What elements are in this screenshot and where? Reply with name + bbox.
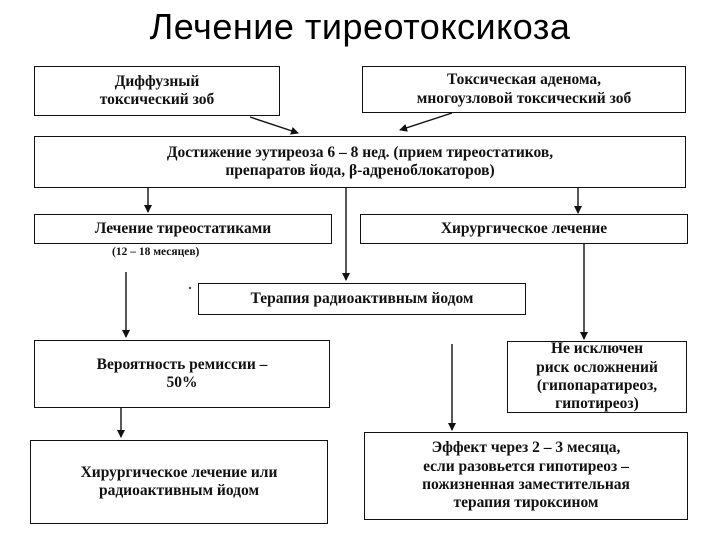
box-line: Достижение эутиреоза 6 – 8 нед. (прием т…	[166, 143, 554, 161]
box-line: (гипопаратиреоз,	[536, 377, 658, 394]
box-remission: Вероятность ремиссии –50%	[34, 340, 330, 408]
box-line: Хирургическое лечение или	[80, 463, 278, 481]
box-line: Вероятность ремиссии –	[96, 355, 268, 373]
box-line: препаратов йода, β-адреноблокаторов)	[225, 162, 495, 179]
box-line: гипотиреоз)	[555, 395, 639, 413]
box-euthyroid: Достижение эутиреоза 6 – 8 нед. (прием т…	[34, 136, 686, 188]
box-line: Диффузный	[114, 72, 200, 90]
box-line: пожизненная заместительная	[422, 476, 630, 493]
box-line: Терапия радиоактивным йодом	[250, 289, 474, 307]
box-radioiodine: Терапия радиоактивным йодом	[198, 283, 526, 315]
arrow-diffuse-to-euthyroid	[249, 116, 299, 135]
box-surgery: Хирургическое лечение	[360, 214, 688, 244]
box-line: Эффект через 2 – 3 месяца,	[431, 439, 621, 457]
box-line: если разовьется гипотиреоз –	[423, 457, 629, 475]
box-toxic-adenoma: Токсическая аденома,многоузловой токсиче…	[362, 66, 686, 113]
box-line: радиоактивным йодом	[98, 482, 260, 499]
box-line: терапия тироксином	[453, 494, 599, 512]
thyrostatics-duration: (12 – 18 месяцев)	[112, 246, 200, 258]
box-line: токсический зоб	[99, 91, 215, 108]
arrow-adenoma-to-euthyroid	[399, 112, 453, 132]
box-line: Не исключен	[550, 340, 644, 358]
box-thyrostatics: Лечение тиреостатиками	[34, 214, 332, 244]
box-line: Лечение тиреостатиками	[94, 219, 272, 237]
box-line: 50%	[166, 374, 198, 391]
stray-dot	[188, 286, 192, 290]
box-line: Токсическая аденома,	[446, 71, 602, 89]
box-line: многоузловой токсический зоб	[416, 89, 632, 107]
box-line: Хирургическое лечение	[440, 219, 608, 237]
box-effect: Эффект через 2 – 3 месяца,если разовьетс…	[364, 432, 688, 520]
page-title: Лечение тиреотоксикоза	[149, 6, 571, 47]
box-line: риск осложнений	[536, 358, 658, 376]
